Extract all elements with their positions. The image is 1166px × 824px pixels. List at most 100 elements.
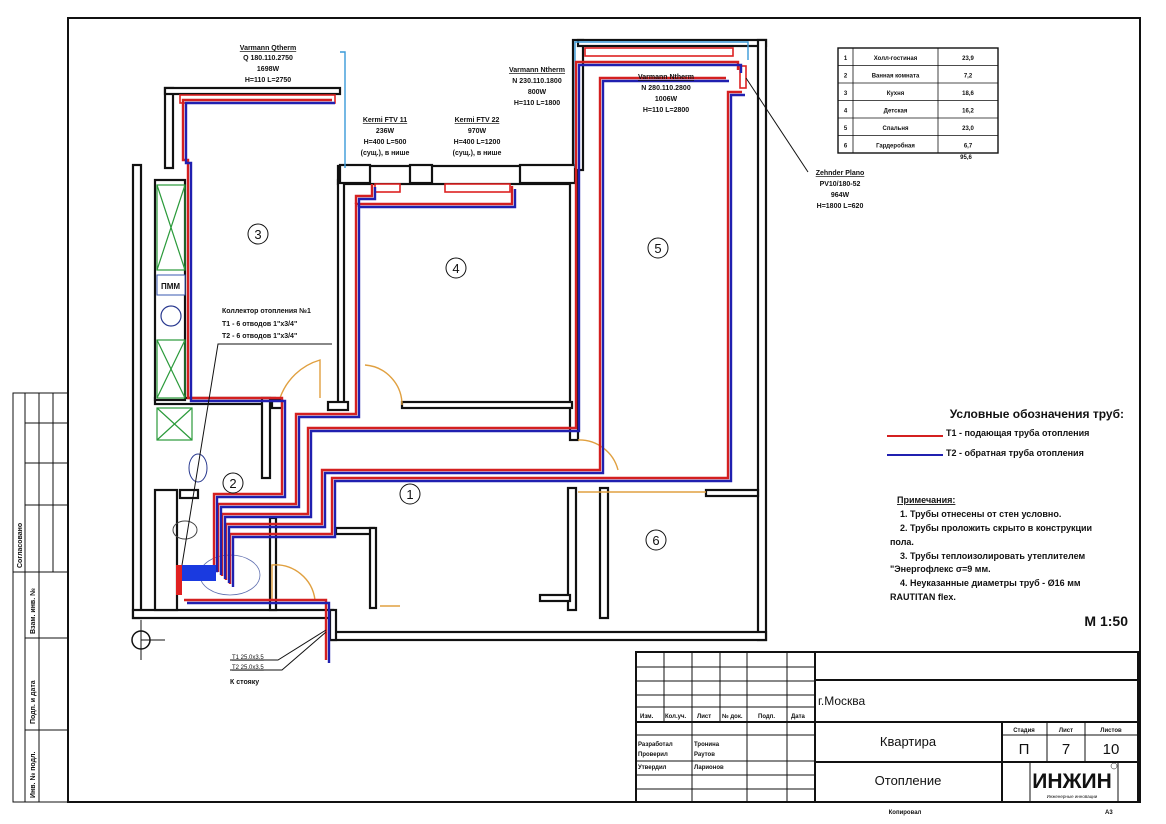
stamp-sheet-title: Отопление bbox=[875, 773, 942, 788]
radiator-name: Kermi FTV 22 bbox=[455, 117, 500, 124]
inv-label: Инв. № подл. bbox=[29, 751, 37, 798]
radiator-model: 236W bbox=[376, 128, 395, 135]
radiator-labels: Varmann Qtherm Q 180.110.2750 1698W H=11… bbox=[240, 45, 865, 210]
radiator-name: Varmann Ntherm bbox=[509, 67, 565, 74]
room-numbers: 1 2 3 4 5 6 bbox=[222, 223, 669, 551]
table-cell-room: Кухня bbox=[887, 91, 905, 97]
company-logo: ИНЖИН Инженерные инновации bbox=[1032, 762, 1118, 799]
radiator-size: (сущ.), в нише bbox=[453, 150, 502, 157]
sheets-value: 10 bbox=[1103, 741, 1120, 758]
doors bbox=[271, 359, 706, 607]
room-number: 2 bbox=[229, 476, 236, 491]
niche-wall bbox=[518, 163, 577, 185]
sheet-value: 7 bbox=[1062, 741, 1070, 758]
radiator-kermi-ftv22 bbox=[444, 183, 511, 193]
stamp-role: Разработал bbox=[638, 741, 673, 748]
radiator-power: H=400 L=500 bbox=[364, 139, 407, 146]
heating-collector bbox=[180, 565, 216, 581]
scale-label: М 1:50 bbox=[1084, 613, 1128, 629]
dishwasher-label: ПММ bbox=[161, 282, 180, 291]
sink-icon bbox=[160, 305, 182, 327]
stamp-person: Раутов bbox=[694, 752, 715, 758]
radiator-model: N 230.110.1800 bbox=[512, 78, 562, 85]
collector-title: Коллектор отопления №1 bbox=[222, 307, 311, 315]
note-line: 4. Неуказанные диаметры труб - Ø16 мм bbox=[900, 578, 1081, 588]
table-cell-area: 6,7 bbox=[964, 144, 973, 150]
ventilation-shafts bbox=[156, 184, 193, 441]
washbasin-icon bbox=[188, 453, 208, 483]
table-cell-room: Гардеробная bbox=[876, 143, 915, 150]
room-number: 5 bbox=[654, 241, 661, 256]
collector-t2: Т2 - 6 отводов 1"х3/4" bbox=[222, 333, 297, 340]
side-strip: Согласовано Взам. инв. № Подп. и дата Ин… bbox=[12, 392, 69, 803]
stamp-person: Тронина bbox=[694, 742, 720, 748]
niche-wall bbox=[338, 163, 372, 185]
notes-title: Примечания: bbox=[897, 495, 955, 505]
table-cell-room: Детская bbox=[884, 109, 908, 115]
note-line: RAUTITAN flex. bbox=[890, 592, 956, 602]
table-cell-room: Холл-гостиная bbox=[874, 56, 918, 62]
table-cell-number: 5 bbox=[844, 126, 848, 132]
stamp-person: Ларионов bbox=[694, 765, 724, 771]
logo-text: ИНЖИН bbox=[1032, 770, 1112, 793]
toilet-icon bbox=[172, 520, 198, 540]
radiator-model: N 280.110.2800 bbox=[641, 85, 691, 92]
collector-t1: Т1 - 6 отводов 1"х3/4" bbox=[222, 321, 297, 328]
sign-date-label: Подп. и дата bbox=[30, 680, 37, 724]
table-cell-room: Ванная комната bbox=[872, 74, 920, 80]
table-cell-area: 16,2 bbox=[962, 109, 974, 115]
radiator-model: Q 180.110.2750 bbox=[243, 55, 293, 62]
radiator-size: H=110 L=1800 bbox=[514, 100, 560, 107]
niche-wall bbox=[408, 163, 434, 185]
stamp-object: Квартира bbox=[880, 734, 937, 749]
stage-value: П bbox=[1019, 741, 1030, 758]
table-cell-number: 2 bbox=[844, 74, 848, 80]
radiator-name: Varmann Qtherm bbox=[240, 45, 296, 52]
table-cell-number: 3 bbox=[844, 91, 848, 97]
radiator-size: (сущ.), в нише bbox=[361, 150, 410, 157]
rooms-total: 95,6 bbox=[960, 155, 972, 161]
table-cell-room: Спальня bbox=[883, 126, 909, 132]
riser-t1: Т1 25.0х3.5 bbox=[232, 655, 264, 661]
legend-t1: Т1 - подающая труба отопления bbox=[946, 428, 1089, 438]
radiator-size: H=1800 L=620 bbox=[817, 203, 864, 210]
title-block: Изм. Кол.уч. Лист № док. Подп. Дата Разр… bbox=[635, 651, 1139, 816]
radiator-size: H=110 L=2800 bbox=[643, 107, 689, 114]
stamp-header: Дата bbox=[791, 714, 806, 720]
axis-origin-icon bbox=[131, 620, 165, 660]
riser-label: Т1 25.0х3.5 Т2 25.0х3.5 К стояку bbox=[230, 629, 327, 686]
copied-label: Копировал bbox=[889, 810, 922, 816]
radiator-name: Kermi FTV 11 bbox=[363, 117, 407, 124]
room-number: 1 bbox=[406, 487, 413, 502]
sheets-header: Листов bbox=[1100, 728, 1122, 734]
room-number: 6 bbox=[652, 533, 659, 548]
sheet-header: Лист bbox=[1059, 728, 1073, 734]
table-cell-number: 6 bbox=[844, 144, 848, 150]
note-line: 2. Трубы проложить скрыто в конструкции bbox=[900, 523, 1092, 533]
room-number: 3 bbox=[254, 227, 261, 242]
note-line: 1. Трубы отнесены от стен условно. bbox=[900, 509, 1061, 519]
radiator-power: 1006W bbox=[655, 96, 678, 103]
logo-subtitle: Инженерные инновации bbox=[1047, 794, 1098, 799]
radiator-power: 800W bbox=[528, 89, 547, 96]
stamp-city: г.Москва bbox=[818, 694, 866, 708]
stamp-header: Подп. bbox=[758, 714, 775, 720]
stamp-header: Лист bbox=[697, 714, 711, 720]
stamp-header: Кол.уч. bbox=[665, 714, 686, 720]
radiator-model: PV10/180-52 bbox=[820, 181, 861, 188]
radiator-name: Zehnder Plano bbox=[816, 170, 865, 177]
radiator-name: Varmann Ntherm bbox=[638, 74, 694, 81]
radiator-power: H=400 L=1200 bbox=[454, 139, 501, 146]
notes: Примечания: 1. Трубы отнесены от стен ус… bbox=[890, 495, 1092, 602]
replace-inv-label: Взам. инв. № bbox=[29, 588, 37, 634]
note-line: 3. Трубы теплоизолировать утеплителем bbox=[900, 551, 1086, 561]
stage-header: Стадия bbox=[1013, 728, 1035, 734]
format-label: А3 bbox=[1105, 810, 1113, 816]
agreed-label: Согласовано bbox=[17, 523, 24, 568]
table-cell-number: 4 bbox=[844, 109, 848, 115]
table-cell-area: 23,9 bbox=[962, 56, 974, 62]
riser-name: К стояку bbox=[230, 679, 259, 686]
note-line: "Энергофлекс σ=9 мм. bbox=[890, 564, 991, 574]
table-cell-number: 1 bbox=[844, 56, 848, 62]
